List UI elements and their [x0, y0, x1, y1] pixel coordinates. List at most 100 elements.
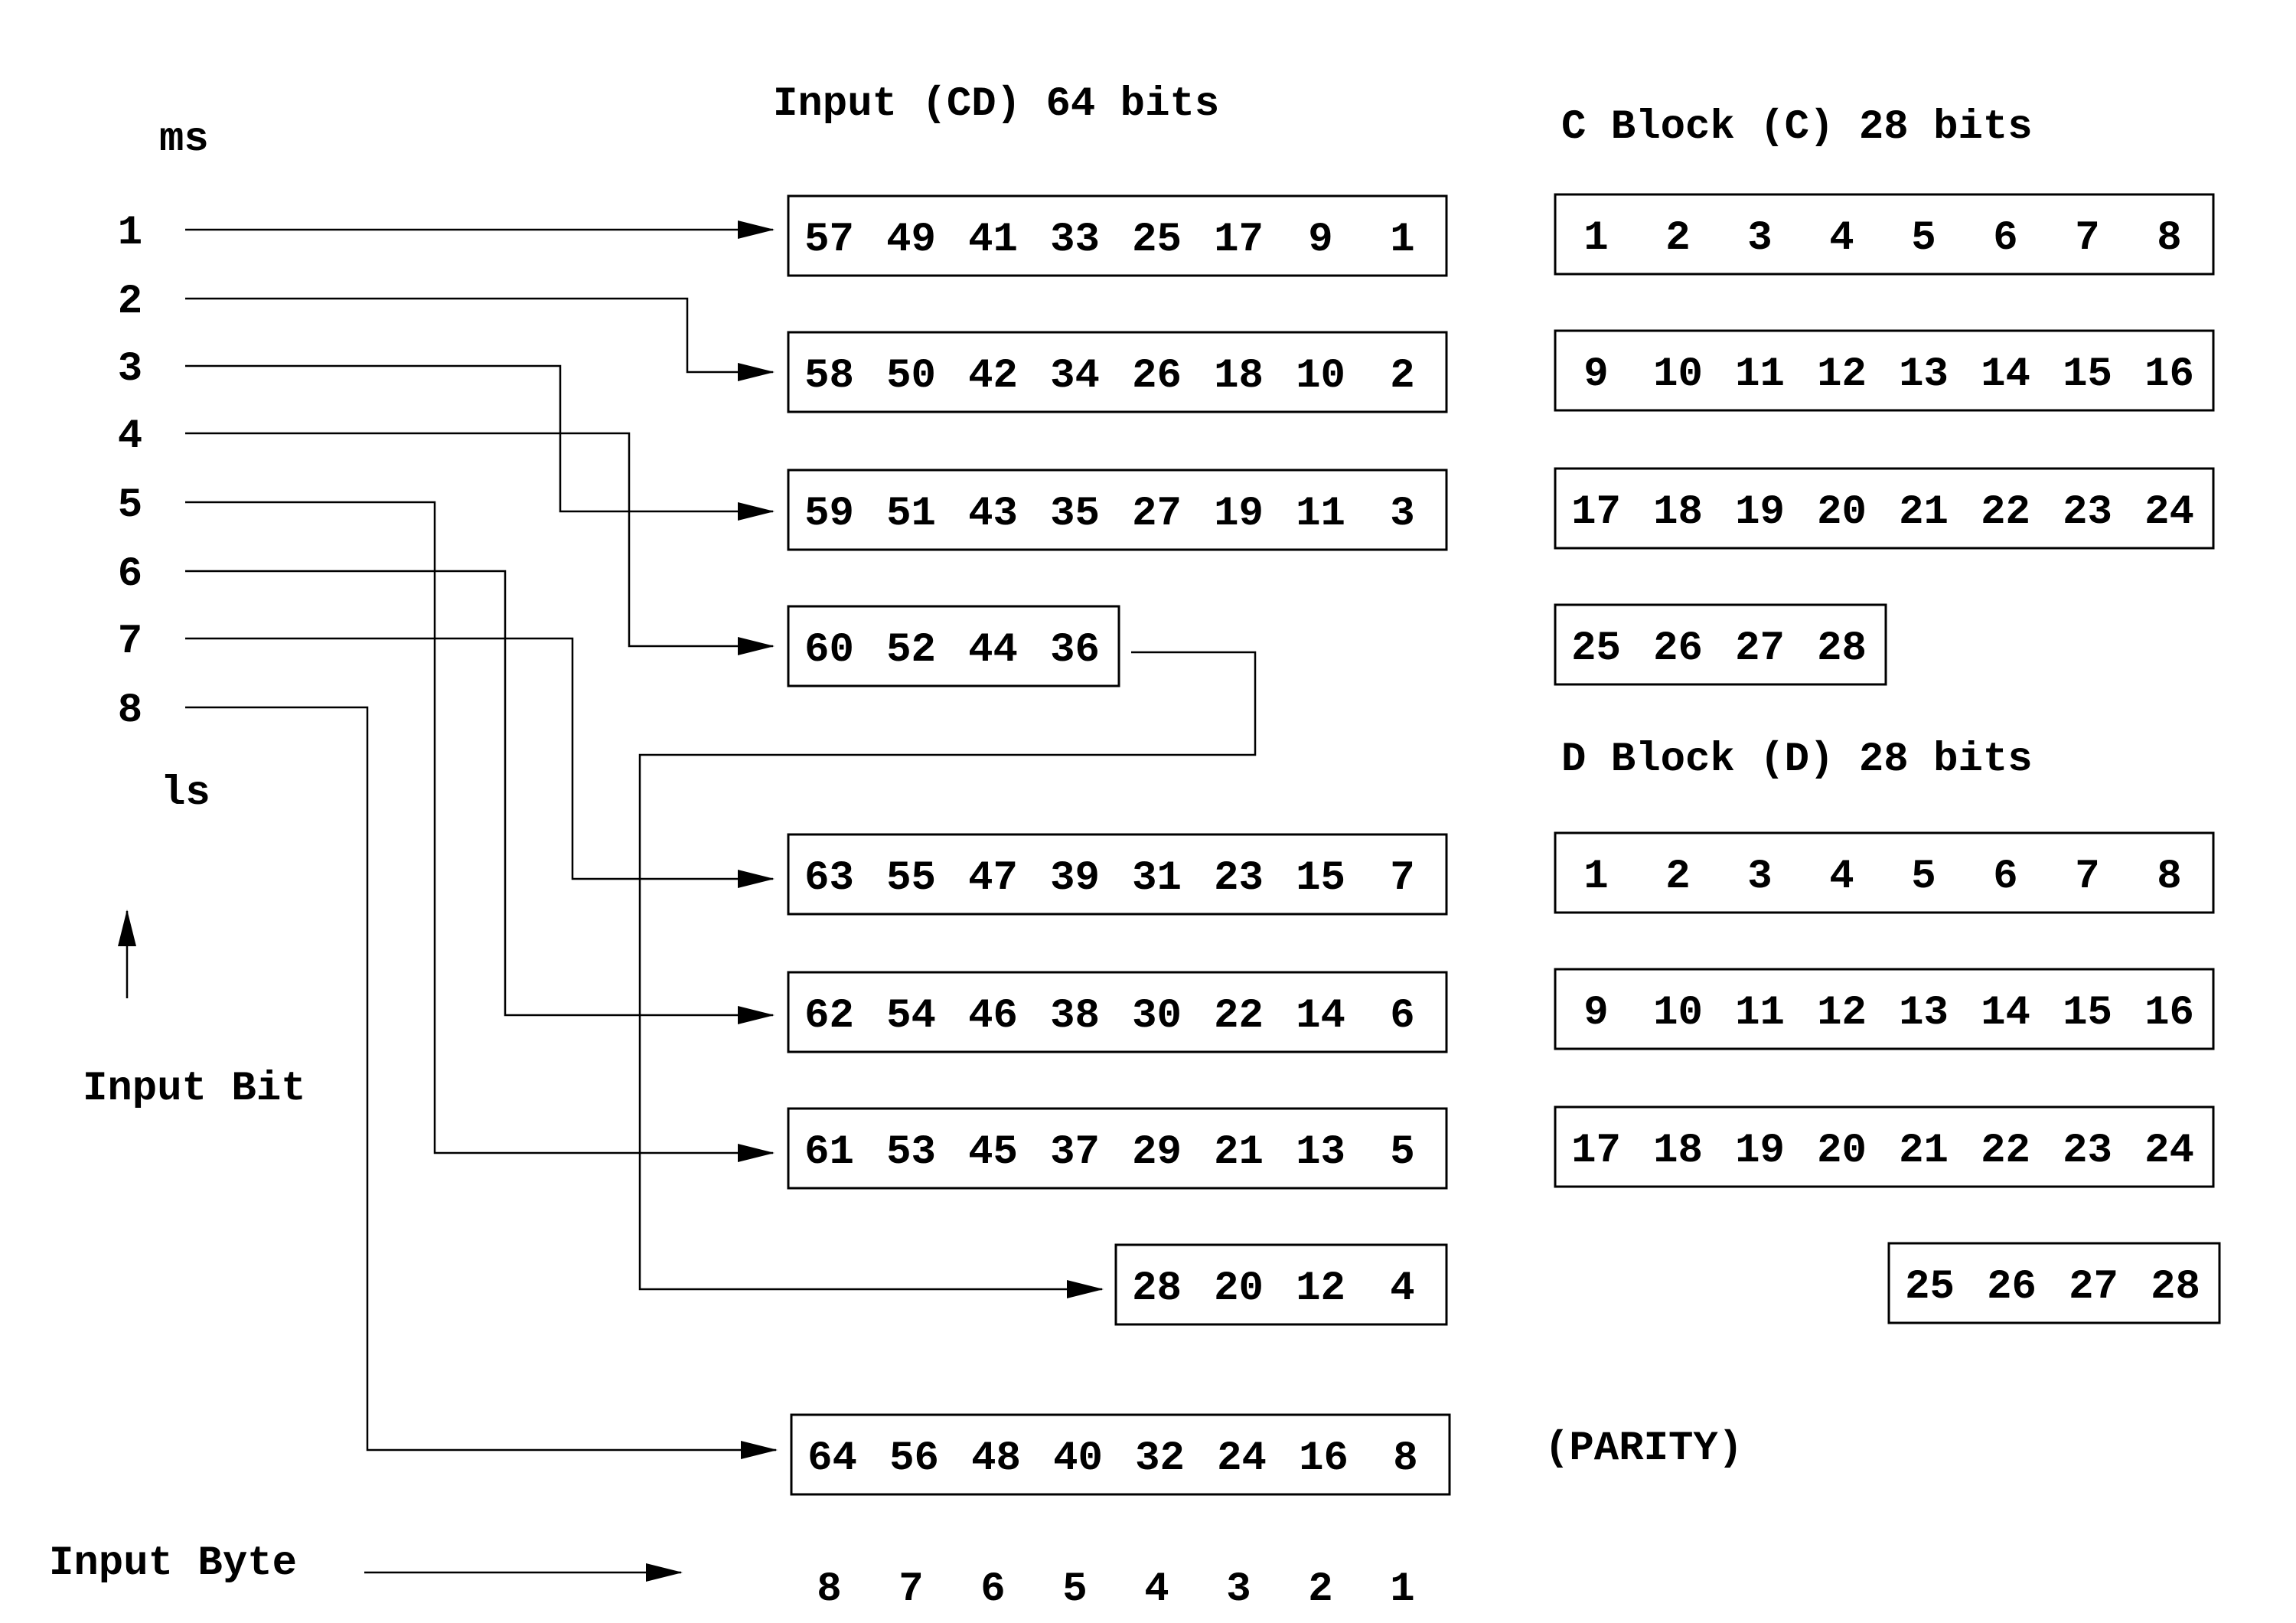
- d-row-2-cell: 12: [1817, 990, 1867, 1037]
- c-row-2-cell: 11: [1735, 351, 1785, 398]
- c-row-3-cell: 17: [1571, 489, 1621, 536]
- input-bit-3: 3: [118, 346, 142, 393]
- d-row-4-box: [1887, 1242, 2221, 1324]
- d-row-1-cell: 6: [1993, 854, 2017, 900]
- input-row-9-cell: 64: [807, 1435, 857, 1482]
- c-row-3-cell: 21: [1899, 489, 1949, 536]
- c-row-4-cell: 26: [1653, 625, 1703, 672]
- c-row-4-cell: 25: [1571, 625, 1621, 672]
- input-bit-7: 7: [118, 619, 142, 665]
- input-row-5-cell: 15: [1296, 855, 1345, 902]
- d-row-3-cell: 23: [2063, 1128, 2112, 1174]
- byte-position: 7: [899, 1566, 923, 1613]
- c-row-1-cell: 5: [1911, 215, 1936, 262]
- d-row-3-cell: 17: [1571, 1128, 1621, 1174]
- wire-3: [185, 364, 775, 521]
- input-row-7-cell: 45: [968, 1129, 1018, 1176]
- input-row-7-cell: 53: [886, 1129, 936, 1176]
- input-row-3-cell: 19: [1214, 491, 1264, 537]
- input-bit-2: 2: [118, 279, 142, 325]
- c-row-3-cell: 19: [1735, 489, 1785, 536]
- d-row-1-cell: 3: [1747, 854, 1772, 900]
- input-row-4-cell: 36: [1050, 627, 1100, 674]
- wire-4: [185, 432, 775, 655]
- input-row-9-cell: 48: [971, 1435, 1021, 1482]
- input-byte-label: Input Byte: [49, 1540, 297, 1587]
- input-row-3-cell: 59: [804, 491, 854, 537]
- input-row-3-cell: 11: [1296, 491, 1345, 537]
- input-row-7-cell: 21: [1214, 1129, 1264, 1176]
- input-row-3-cell: 35: [1050, 491, 1100, 537]
- input-row-6-cell: 6: [1390, 993, 1414, 1040]
- input-row-6-cell: 22: [1214, 993, 1264, 1040]
- byte-position: 2: [1308, 1566, 1332, 1613]
- input-row-7-cell: 13: [1296, 1129, 1345, 1176]
- c-block-header: C Block (C) 28 bits: [1561, 104, 2033, 151]
- input-row-9-cell: 24: [1217, 1435, 1267, 1482]
- byte-position: 4: [1144, 1566, 1169, 1613]
- c-row-1-cell: 1: [1583, 215, 1608, 262]
- d-row-1-cell: 4: [1829, 854, 1854, 900]
- routing-wires: [185, 220, 1257, 1459]
- input-row-4-cell: 44: [968, 627, 1018, 674]
- c-row-2-cell: 16: [2144, 351, 2194, 398]
- d-row-1-cell: 8: [2157, 854, 2181, 900]
- input-row-9-cell: 8: [1393, 1435, 1417, 1482]
- c-row-3-box: [1554, 467, 2215, 550]
- input-row-2-cell: 18: [1214, 353, 1264, 400]
- d-row-1-cell: 2: [1665, 854, 1690, 900]
- input-row-3-cell: 43: [968, 491, 1018, 537]
- c-row-2-cell: 14: [1981, 351, 2030, 398]
- d-row-3-cell: 19: [1735, 1128, 1785, 1174]
- input-row-6-box: [787, 971, 1448, 1053]
- byte-position: 3: [1226, 1566, 1251, 1613]
- input-row-5-box: [787, 833, 1448, 916]
- ms-label: ms: [159, 116, 209, 163]
- input-row-9-cell: 32: [1135, 1435, 1185, 1482]
- input-row-5-cell: 63: [804, 855, 854, 902]
- input-row-5-cell: 23: [1214, 855, 1264, 902]
- input-row-2-cell: 50: [886, 353, 936, 400]
- input-row-6-cell: 54: [886, 993, 936, 1040]
- input-row-5-cell: 31: [1132, 855, 1182, 902]
- d-row-2-cell: 16: [2144, 990, 2194, 1037]
- d-row-3-cell: 24: [2144, 1128, 2194, 1174]
- c-row-3-cell: 24: [2144, 489, 2194, 536]
- d-row-1-cell: 1: [1583, 854, 1608, 900]
- d-row-2-cell: 13: [1899, 990, 1949, 1037]
- ls-label: ls: [161, 770, 210, 817]
- input-bit-1: 1: [118, 210, 142, 256]
- byte-position: 5: [1062, 1566, 1087, 1613]
- c-row-1-box: [1554, 193, 2215, 276]
- input-row-2-cell: 10: [1296, 353, 1345, 400]
- d-row-2-cell: 9: [1583, 990, 1608, 1037]
- d-row-4-cell: 28: [2151, 1264, 2200, 1311]
- input-row-5-cell: 47: [968, 855, 1018, 902]
- input-row-1-cell: 41: [968, 217, 1018, 263]
- input-row-8-cell: 12: [1296, 1265, 1345, 1312]
- input-row-3-cell: 27: [1132, 491, 1182, 537]
- input-row-8-box: [1114, 1243, 1448, 1326]
- d-row-3-cell: 21: [1899, 1128, 1949, 1174]
- c-row-1-cell: 8: [2157, 215, 2181, 262]
- input-row-8-cell: 28: [1132, 1265, 1182, 1312]
- c-row-4-cell: 28: [1817, 625, 1867, 672]
- d-row-4-cell: 27: [2069, 1264, 2118, 1311]
- d-row-4-cell: 25: [1905, 1264, 1955, 1311]
- input-row-2-box: [787, 331, 1448, 413]
- d-block-header: D Block (D) 28 bits: [1561, 736, 2033, 783]
- c-row-3-cell: 20: [1817, 489, 1867, 536]
- d-row-3-cell: 22: [1981, 1128, 2030, 1174]
- d-row-1-box: [1554, 831, 2215, 914]
- d-row-4-cell: 26: [1987, 1264, 2037, 1311]
- wire-7: [185, 637, 775, 888]
- c-row-3-cell: 22: [1981, 489, 2030, 536]
- d-row-3-box: [1554, 1105, 2215, 1188]
- input-row-7-cell: 29: [1132, 1129, 1182, 1176]
- input-row-6-cell: 30: [1132, 993, 1182, 1040]
- d-row-3-cell: 20: [1817, 1128, 1867, 1174]
- parity-label: (PARITY): [1544, 1425, 1743, 1472]
